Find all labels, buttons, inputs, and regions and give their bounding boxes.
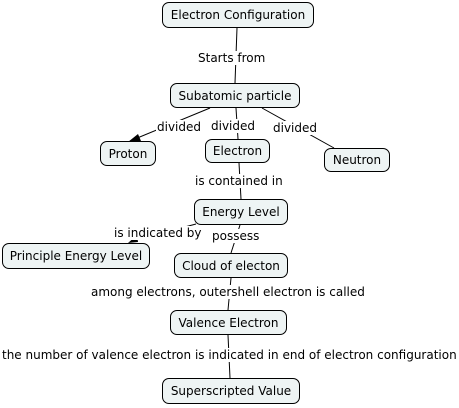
concept-superscripted-value[interactable]: Superscripted Value <box>162 378 300 404</box>
link-indicated-in-end: the number of valence electron is indica… <box>1 348 458 362</box>
link-is-indicated-by: is indicated by <box>113 226 203 240</box>
concept-electron[interactable]: Electron <box>205 139 270 163</box>
link-possess: possess <box>211 229 261 243</box>
concept-electron-configuration[interactable]: Electron Configuration <box>162 2 314 28</box>
concept-valence-electron[interactable]: Valence Electron <box>170 310 287 335</box>
arrowhead-proton <box>128 134 141 142</box>
link-is-contained-in: is contained in <box>194 174 284 188</box>
concept-proton[interactable]: Proton <box>100 141 156 166</box>
link-divided-neutron: divided <box>272 121 319 135</box>
link-divided-electron: divided <box>210 119 257 133</box>
concept-cloud-of-electon[interactable]: Cloud of electon <box>174 253 288 278</box>
concept-energy-level[interactable]: Energy Level <box>194 199 288 225</box>
concept-principle-energy-level[interactable]: Principle Energy Level <box>2 243 150 269</box>
concept-subatomic-particle[interactable]: Subatomic particle <box>170 83 300 108</box>
link-divided-proton: divided <box>156 120 203 134</box>
link-outershell-called: among electrons, outershell electron is … <box>90 285 366 299</box>
concept-neutron[interactable]: Neutron <box>324 148 390 172</box>
link-starts-from: Starts from <box>197 51 267 65</box>
